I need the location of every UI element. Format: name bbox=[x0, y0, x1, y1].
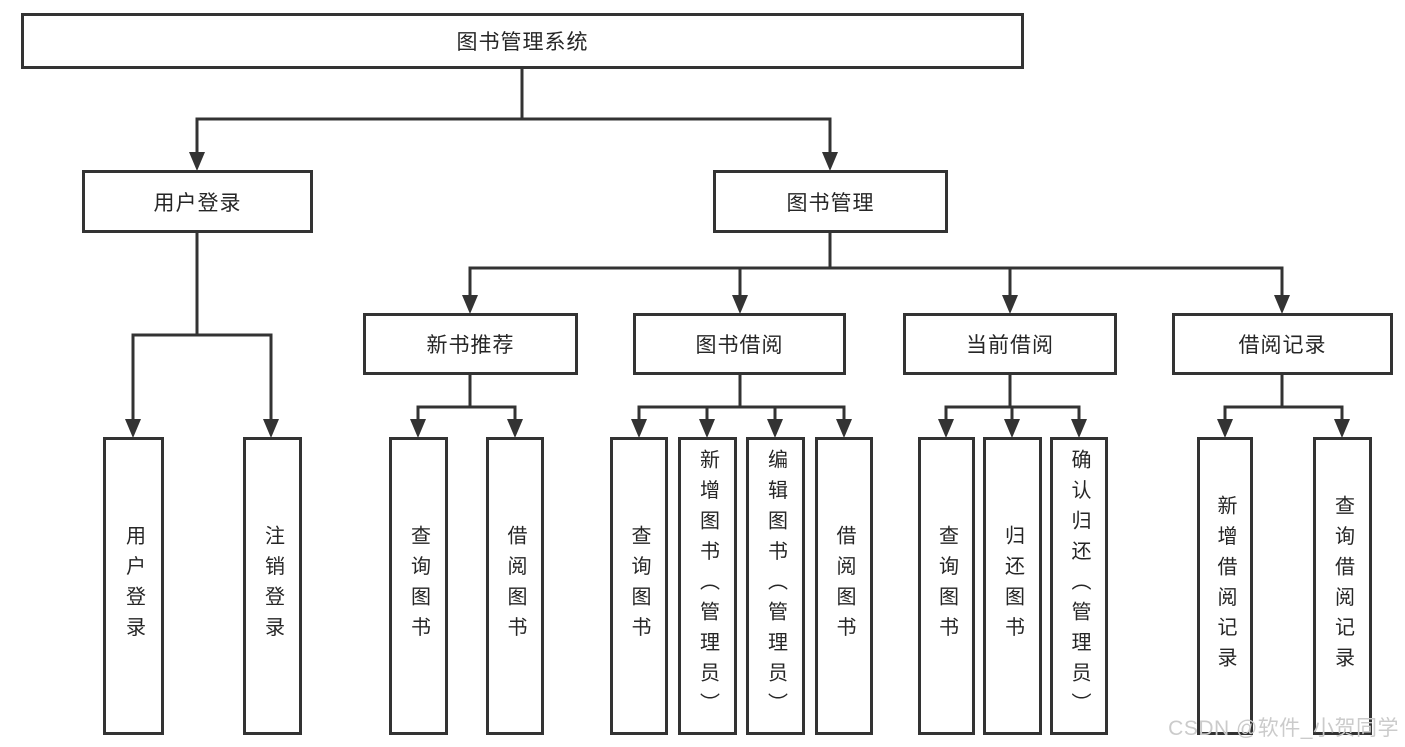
watermark: CSDN @软件_小贺同学 bbox=[1168, 717, 1399, 740]
leaf-edit-books-admin: 编辑图书（管理员） bbox=[746, 437, 805, 735]
leaf-borrow-query-books-label: 查询图书 bbox=[628, 525, 650, 647]
leaf-borrow-books-label: 借阅图书 bbox=[833, 525, 855, 647]
leaf-logout: 注销登录 bbox=[243, 437, 302, 735]
node-current-borrowing-label: 当前借阅 bbox=[966, 334, 1054, 357]
leaf-user-login-label: 用户登录 bbox=[122, 525, 145, 647]
node-current-borrowing: 当前借阅 bbox=[903, 313, 1117, 375]
leaf-borrow-books: 借阅图书 bbox=[815, 437, 873, 735]
leaf-logout-label: 注销登录 bbox=[261, 525, 284, 647]
leaf-add-borrow-record-label: 新增借阅记录 bbox=[1214, 494, 1236, 678]
node-borrowing-records: 借阅记录 bbox=[1172, 313, 1393, 375]
leaf-confirm-return-admin: 确认归还（管理员） bbox=[1050, 437, 1108, 735]
node-new-book-recommend-label: 新书推荐 bbox=[426, 334, 515, 357]
leaf-return-books: 归还图书 bbox=[983, 437, 1042, 735]
node-user-login: 用户登录 bbox=[82, 170, 313, 233]
leaf-current-query-books: 查询图书 bbox=[918, 437, 975, 735]
node-book-management-label: 图书管理 bbox=[786, 191, 875, 215]
node-library-system: 图书管理系统 bbox=[21, 13, 1024, 69]
node-book-borrowing: 图书借阅 bbox=[633, 313, 846, 375]
leaf-edit-books-admin-label: 编辑图书（管理员） bbox=[764, 449, 787, 723]
node-book-borrowing-label: 图书借阅 bbox=[695, 334, 784, 357]
leaf-add-books-admin: 新增图书（管理员） bbox=[678, 437, 737, 735]
node-new-book-recommend: 新书推荐 bbox=[363, 313, 578, 375]
leaf-recommend-borrow-books: 借阅图书 bbox=[486, 437, 544, 735]
leaf-user-login: 用户登录 bbox=[103, 437, 164, 735]
leaf-recommend-borrow-books-label: 借阅图书 bbox=[504, 525, 526, 647]
node-user-login-label: 用户登录 bbox=[153, 191, 242, 215]
leaf-add-borrow-record: 新增借阅记录 bbox=[1197, 437, 1253, 735]
leaf-recommend-query-books-label: 查询图书 bbox=[407, 525, 430, 647]
leaf-return-books-label: 归还图书 bbox=[1001, 525, 1024, 647]
node-borrowing-records-label: 借阅记录 bbox=[1238, 334, 1327, 357]
leaf-query-borrow-record-label: 查询借阅记录 bbox=[1331, 494, 1354, 678]
leaf-current-query-books-label: 查询图书 bbox=[935, 525, 958, 647]
leaf-confirm-return-admin-label: 确认归还（管理员） bbox=[1068, 449, 1090, 723]
leaf-query-borrow-record: 查询借阅记录 bbox=[1313, 437, 1372, 735]
leaf-add-books-admin-label: 新增图书（管理员） bbox=[696, 449, 719, 723]
leaf-borrow-query-books: 查询图书 bbox=[610, 437, 668, 735]
node-library-system-label: 图书管理系统 bbox=[456, 31, 589, 54]
node-book-management: 图书管理 bbox=[713, 170, 948, 233]
leaf-recommend-query-books: 查询图书 bbox=[389, 437, 448, 735]
